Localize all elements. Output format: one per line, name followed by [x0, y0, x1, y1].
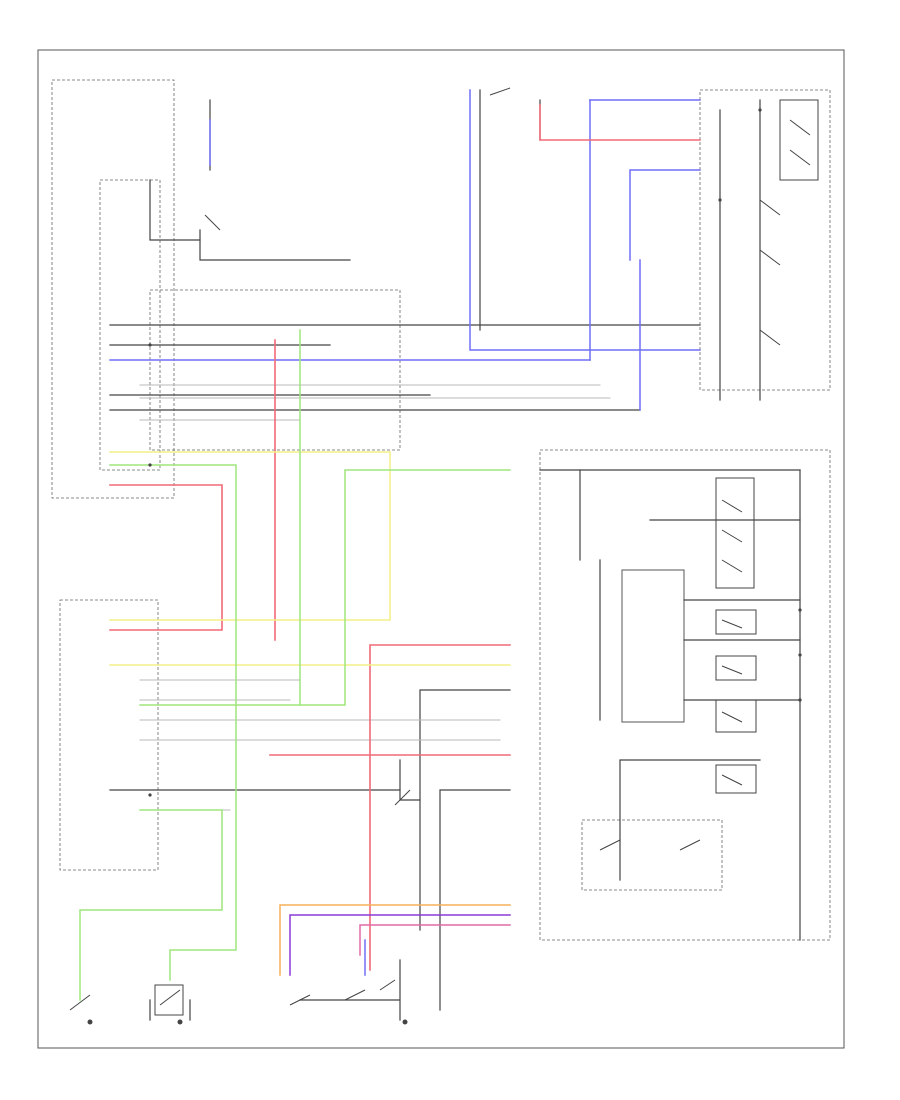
control-unit-box [621, 569, 685, 723]
ground-icon [177, 1019, 183, 1025]
accent-wires [279, 904, 511, 976]
passenger-window-switch-outline [699, 89, 831, 391]
switch-symbols [69, 87, 819, 1016]
diagram-border [37, 49, 845, 1049]
gray-wires [139, 384, 611, 811]
ground-icon [402, 1019, 408, 1025]
splice-points [148, 108, 802, 797]
lock-motor-outline [581, 819, 723, 891]
ground-icon [87, 1019, 93, 1025]
component-outlines [51, 79, 831, 941]
window-lock-switch-outline [539, 449, 831, 941]
ground-symbols [87, 1019, 408, 1025]
green-wires [79, 329, 511, 1001]
driver-door-module-outline [59, 599, 159, 871]
black-wires [109, 89, 801, 1021]
passenger-door-module-outline [51, 79, 175, 499]
red-wires [109, 104, 701, 971]
blue-wires [109, 89, 701, 976]
yellow-wires [109, 451, 511, 666]
